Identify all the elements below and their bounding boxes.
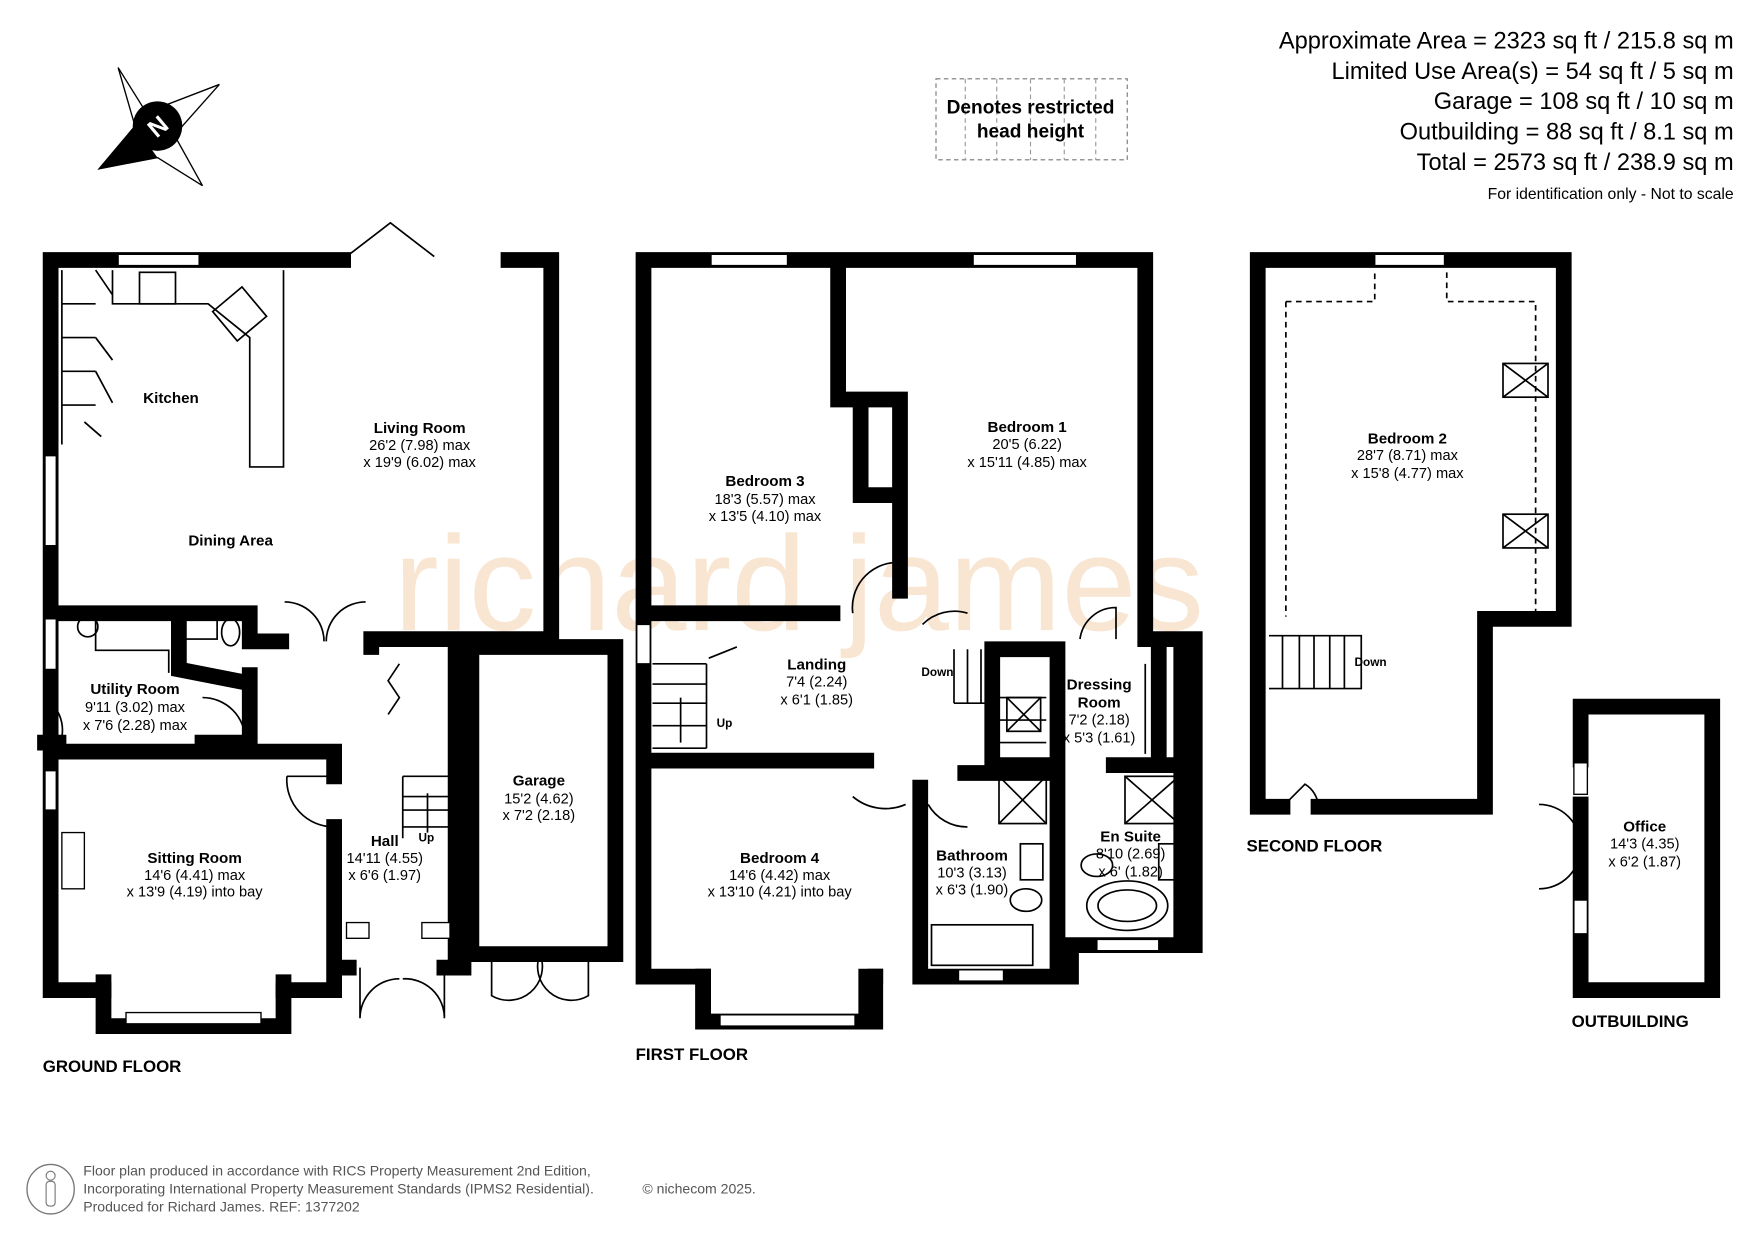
hall-dim-2: x 6'6 (1.97) bbox=[348, 868, 421, 884]
dressing-room-dim-1: 7'2 (2.18) bbox=[1068, 713, 1129, 729]
en-suite-dim-1: 8'10 (2.69) bbox=[1096, 846, 1165, 862]
area-summary: Approximate Area = 2323 sq ft / 215.8 sq… bbox=[1279, 28, 1734, 203]
dining-area-label: Dining Area bbox=[188, 533, 273, 550]
total-area: Total = 2573 sq ft / 238.9 sq m bbox=[1417, 150, 1734, 176]
compass-icon: N bbox=[97, 67, 220, 187]
bedroom-2-label: Bedroom 2 bbox=[1368, 430, 1447, 447]
en-suite-dim-2: x 6' (1.82) bbox=[1098, 864, 1163, 880]
bedroom-3-label: Bedroom 3 bbox=[725, 473, 804, 490]
first-floor-label: FIRST FLOOR bbox=[636, 1045, 748, 1064]
disclaimer: For identification only - Not to scale bbox=[1488, 186, 1734, 203]
stairs-up-label: Up bbox=[419, 831, 435, 845]
bedroom-1-dim-1: 20'5 (6.22) bbox=[992, 437, 1061, 453]
second-floor-plan bbox=[1249, 252, 1572, 815]
living-room-label: Living Room bbox=[374, 420, 466, 437]
bedroom-4-dim-2: x 13'10 (4.21) into bay bbox=[708, 885, 853, 901]
ground-floor-label: GROUND FLOOR bbox=[43, 1057, 182, 1076]
living-room-dim-2: x 19'9 (6.02) max bbox=[363, 455, 476, 471]
legend-line-2: head height bbox=[977, 121, 1085, 142]
second-floor-label: SECOND FLOOR bbox=[1247, 837, 1383, 856]
dressing-room-dim-2: x 5'3 (1.61) bbox=[1063, 731, 1136, 747]
bedroom-1-label: Bedroom 1 bbox=[988, 419, 1068, 436]
second-floor-down-label: Down bbox=[1355, 655, 1387, 669]
bedroom-3-dim-2: x 13'5 (4.10) max bbox=[709, 509, 822, 525]
bedroom-3-dim-1: 18'3 (5.57) max bbox=[714, 492, 816, 508]
outbuilding-plan bbox=[1538, 698, 1721, 998]
sitting-room-dim-1: 14'6 (4.41) max bbox=[144, 868, 246, 884]
ground-floor-plan bbox=[37, 221, 624, 1034]
utility-room-label: Utility Room bbox=[90, 681, 179, 698]
office-label: Office bbox=[1623, 818, 1666, 835]
bedroom-2-dim-2: x 15'8 (4.77) max bbox=[1351, 466, 1464, 482]
dressing-room-label-1: Dressing bbox=[1067, 677, 1132, 694]
landing-dim-2: x 6'1 (1.85) bbox=[780, 692, 853, 708]
bedroom-4-dim-1: 14'6 (4.42) max bbox=[729, 868, 831, 884]
outbuilding-label: OUTBUILDING bbox=[1572, 1012, 1689, 1031]
bedroom-1-dim-2: x 15'11 (4.85) max bbox=[967, 455, 1087, 471]
bathroom-dim-2: x 6'3 (1.90) bbox=[936, 882, 1009, 898]
utility-room-dim-1: 9'11 (3.02) max bbox=[85, 700, 186, 716]
restricted-height-legend: Denotes restricted head height bbox=[935, 78, 1128, 161]
footer-line-3: Produced for Richard James. REF: 1377202 bbox=[83, 1199, 360, 1215]
first-floor-up-label: Up bbox=[717, 716, 733, 730]
bathroom-dim-1: 10'3 (3.13) bbox=[937, 866, 1006, 882]
bedroom-4-label: Bedroom 4 bbox=[740, 850, 820, 867]
garage-label: Garage bbox=[513, 772, 565, 789]
landing-label: Landing bbox=[787, 656, 846, 673]
bedroom-2-dim-1: 28'7 (8.71) max bbox=[1357, 448, 1459, 464]
approximate-area: Approximate Area = 2323 sq ft / 215.8 sq… bbox=[1279, 28, 1734, 54]
sitting-room-label: Sitting Room bbox=[147, 850, 241, 867]
living-room-dim-1: 26'2 (7.98) max bbox=[369, 438, 471, 454]
utility-room-dim-2: x 7'6 (2.28) max bbox=[83, 718, 188, 734]
footer-line-1: Floor plan produced in accordance with R… bbox=[83, 1163, 591, 1179]
sitting-room-dim-2: x 13'9 (4.19) into bay bbox=[127, 885, 264, 901]
kitchen-label: Kitchen bbox=[143, 390, 199, 407]
bathroom-label: Bathroom bbox=[936, 848, 1008, 865]
en-suite-label: En Suite bbox=[1100, 829, 1161, 846]
limited-use-area: Limited Use Area(s) = 54 sq ft / 5 sq m bbox=[1331, 59, 1733, 85]
garage-dim-2: x 7'2 (2.18) bbox=[503, 808, 576, 824]
office-dim-1: 14'3 (4.35) bbox=[1610, 836, 1679, 852]
hall-dim-1: 14'11 (4.55) bbox=[347, 851, 423, 867]
first-floor-plan bbox=[635, 252, 1203, 1030]
footer-copyright: © nichecom 2025. bbox=[642, 1181, 755, 1197]
garage-area: Garage = 108 sq ft / 10 sq m bbox=[1434, 89, 1734, 115]
hall-label: Hall bbox=[371, 833, 399, 850]
footer-line-2: Incorporating International Property Mea… bbox=[83, 1181, 594, 1197]
garage-dim-1: 15'2 (4.62) bbox=[504, 791, 573, 807]
footer: Floor plan produced in accordance with R… bbox=[26, 1163, 756, 1215]
person-icon bbox=[26, 1163, 75, 1215]
dressing-room-label-2: Room bbox=[1078, 695, 1121, 712]
legend-line-1: Denotes restricted bbox=[947, 98, 1115, 119]
outbuilding-area: Outbuilding = 88 sq ft / 8.1 sq m bbox=[1400, 120, 1734, 146]
first-floor-down-label: Down bbox=[921, 665, 953, 679]
office-dim-2: x 6'2 (1.87) bbox=[1608, 854, 1681, 870]
landing-dim-1: 7'4 (2.24) bbox=[786, 674, 847, 690]
